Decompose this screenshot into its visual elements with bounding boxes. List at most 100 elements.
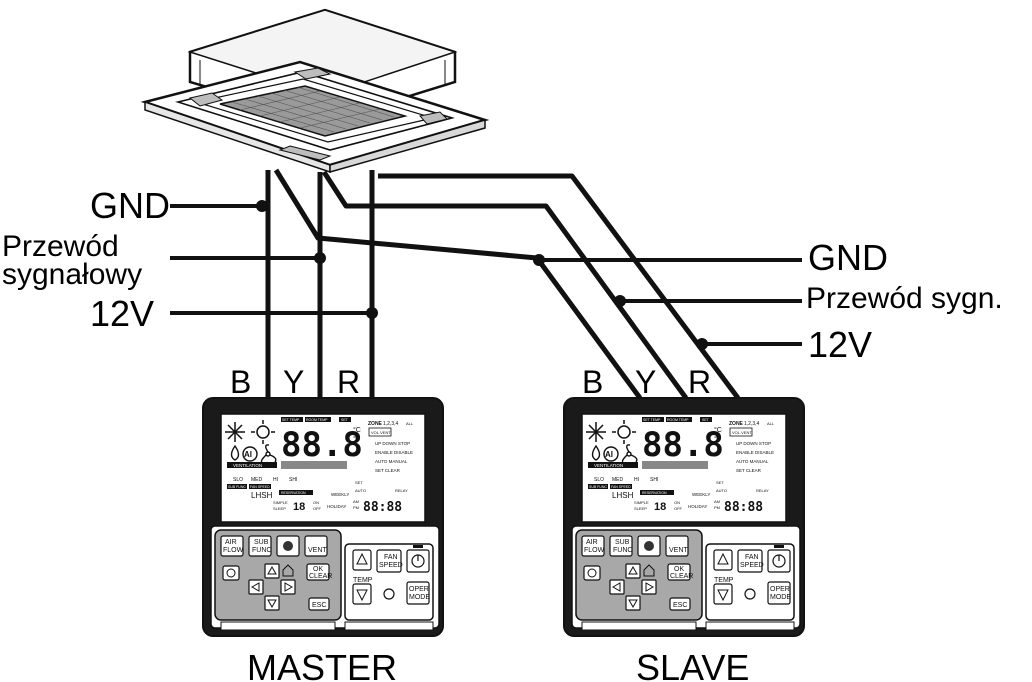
lcd-temp-digits: 88.8 bbox=[642, 425, 724, 465]
lcd-room-temp: ROOM TEMP bbox=[306, 418, 328, 422]
svg-text:VENT: VENT bbox=[308, 547, 327, 554]
fan-icon bbox=[260, 444, 277, 463]
lcd-speed-slo: SLO bbox=[233, 477, 243, 483]
lcd-auto-manual: AUTO MANUAL bbox=[736, 459, 769, 464]
vent-button[interactable] bbox=[665, 535, 689, 557]
svg-text:MODE: MODE bbox=[770, 594, 791, 601]
slave-terminal-b: B bbox=[582, 364, 603, 400]
svg-text:FAN: FAN bbox=[384, 554, 398, 561]
master-terminal-r: R bbox=[337, 364, 360, 400]
temp-label: TEMP bbox=[353, 577, 373, 584]
sub-func-button[interactable] bbox=[609, 535, 633, 557]
fan-speed-button[interactable] bbox=[376, 549, 402, 573]
lcd-lhsh: LHSH bbox=[251, 491, 273, 500]
lcd-lhsh: LHSH bbox=[612, 491, 634, 500]
lcd-set-icon: SET bbox=[355, 480, 363, 485]
air-flow-button[interactable] bbox=[220, 535, 244, 557]
timer-icon bbox=[226, 568, 236, 578]
lcd-set-temp: SET TEMP bbox=[643, 418, 661, 422]
timer-button[interactable] bbox=[583, 565, 601, 581]
drop-icon bbox=[591, 444, 601, 461]
lcd-zone-numbers: 1,2,3,4 bbox=[383, 421, 399, 427]
temp-label: TEMP bbox=[714, 577, 734, 584]
svg-text:ESC: ESC bbox=[673, 602, 687, 609]
temp-up-button[interactable] bbox=[713, 549, 733, 571]
master-12v-label: 12V bbox=[90, 293, 154, 334]
svg-text:CLEAR: CLEAR bbox=[670, 573, 693, 580]
svg-text:SUB: SUB bbox=[615, 539, 630, 546]
esc-button[interactable] bbox=[669, 597, 691, 611]
oper-mode-button[interactable] bbox=[767, 581, 791, 605]
oper-mode-button[interactable] bbox=[406, 581, 430, 605]
lcd-sleep: SLEEP bbox=[634, 506, 647, 511]
lcd-am: AM bbox=[353, 499, 359, 504]
sub-func-button[interactable] bbox=[248, 535, 272, 557]
lcd-up-down-stop: UP DOWN STOP bbox=[736, 441, 771, 446]
svg-text:OK: OK bbox=[313, 566, 323, 573]
lcd-room-temp: ROOM TEMP bbox=[667, 418, 689, 422]
lcd-auto-manual: AUTO MANUAL bbox=[375, 459, 408, 464]
lcd-zone: ZONE bbox=[368, 421, 383, 427]
svg-text:OK: OK bbox=[674, 566, 684, 573]
svg-text:AI: AI bbox=[244, 450, 252, 459]
air-flow-button[interactable] bbox=[581, 535, 605, 557]
ok-clear-button[interactable] bbox=[667, 563, 691, 581]
drop-icon bbox=[230, 444, 240, 461]
home-icon bbox=[282, 564, 294, 577]
lcd-weekly: WEEKLY bbox=[692, 492, 710, 497]
sun-icon bbox=[283, 541, 293, 551]
lcd-am: AM bbox=[714, 499, 720, 504]
lcd-reservation: RESERVATION bbox=[642, 491, 667, 495]
lcd-speed-slo: SLO bbox=[594, 477, 604, 483]
lcd-sub-func: SUB FUNC bbox=[589, 485, 607, 489]
lcd-weekly: WEEKLY bbox=[331, 492, 349, 497]
timer-icon bbox=[587, 568, 597, 578]
ok-clear-button[interactable] bbox=[306, 563, 330, 581]
fan-icon bbox=[621, 444, 638, 463]
temp-down-button[interactable] bbox=[713, 583, 733, 605]
master-terminal-b: B bbox=[230, 364, 251, 400]
lcd-enable-disable: ENABLE DISABLE bbox=[736, 450, 774, 455]
snowflake-icon bbox=[586, 422, 606, 442]
lcd-relay: RELAY bbox=[395, 488, 408, 493]
lcd-pm: PM bbox=[353, 505, 359, 510]
esc-button[interactable] bbox=[308, 597, 330, 611]
lcd-sub-func: SUB FUNC bbox=[228, 485, 246, 489]
slave-terminal-y: Y bbox=[635, 364, 656, 400]
master-caption: MASTER bbox=[247, 647, 397, 682]
timer-button[interactable] bbox=[222, 565, 240, 581]
master-lcd: AI SET TEMP ROOM TEMP SET 88.8 °C °F VEN… bbox=[225, 417, 414, 515]
slave-lcd: AI SET TEMP ROOM TEMP SET 88.8 °C °F VEN… bbox=[586, 417, 775, 515]
lcd-deg-c: °C bbox=[353, 426, 361, 434]
sun-icon bbox=[612, 420, 636, 444]
svg-text:SPEED: SPEED bbox=[379, 562, 403, 569]
lcd-pm: PM bbox=[714, 505, 720, 510]
temp-up-button[interactable] bbox=[352, 549, 372, 571]
lcd-holiday: HOLIDAY bbox=[688, 504, 707, 509]
vent-button[interactable] bbox=[304, 535, 328, 557]
svg-text:CLEAR: CLEAR bbox=[309, 573, 332, 580]
slave-controller: AI SET TEMP ROOM TEMP SET 88.8 °C °F VEN… bbox=[563, 397, 805, 637]
svg-text:FAN: FAN bbox=[745, 554, 759, 561]
lcd-set-icon: SET bbox=[716, 480, 724, 485]
fan-speed-button[interactable] bbox=[737, 549, 763, 573]
svg-text:OPER: OPER bbox=[409, 586, 429, 593]
snowflake-icon bbox=[225, 422, 245, 442]
lcd-fan-speed: FAN SPEED bbox=[250, 485, 270, 489]
svg-text:FLOW: FLOW bbox=[584, 547, 605, 554]
lcd-simple: SIMPLE bbox=[634, 500, 649, 505]
temp-down-button[interactable] bbox=[352, 583, 372, 605]
svg-text:SPEED: SPEED bbox=[740, 562, 764, 569]
lcd-auto: AUTO bbox=[716, 488, 727, 493]
master-keypad: AIR FLOW SUB FUNC VENT OK CLEAR ESC bbox=[220, 535, 430, 611]
svg-text:OPER: OPER bbox=[770, 586, 790, 593]
lcd-small-digits: 18 bbox=[293, 501, 305, 513]
lcd-set-clear: SET CLEAR bbox=[375, 468, 401, 473]
ai-badge: AI bbox=[242, 446, 258, 462]
ai-badge: AI bbox=[603, 446, 619, 462]
fan-level-bar bbox=[642, 461, 708, 469]
slave-terminal-r: R bbox=[688, 364, 711, 400]
lcd-deg-f: °F bbox=[353, 435, 360, 443]
lcd-up-down-stop: UP DOWN STOP bbox=[375, 441, 410, 446]
